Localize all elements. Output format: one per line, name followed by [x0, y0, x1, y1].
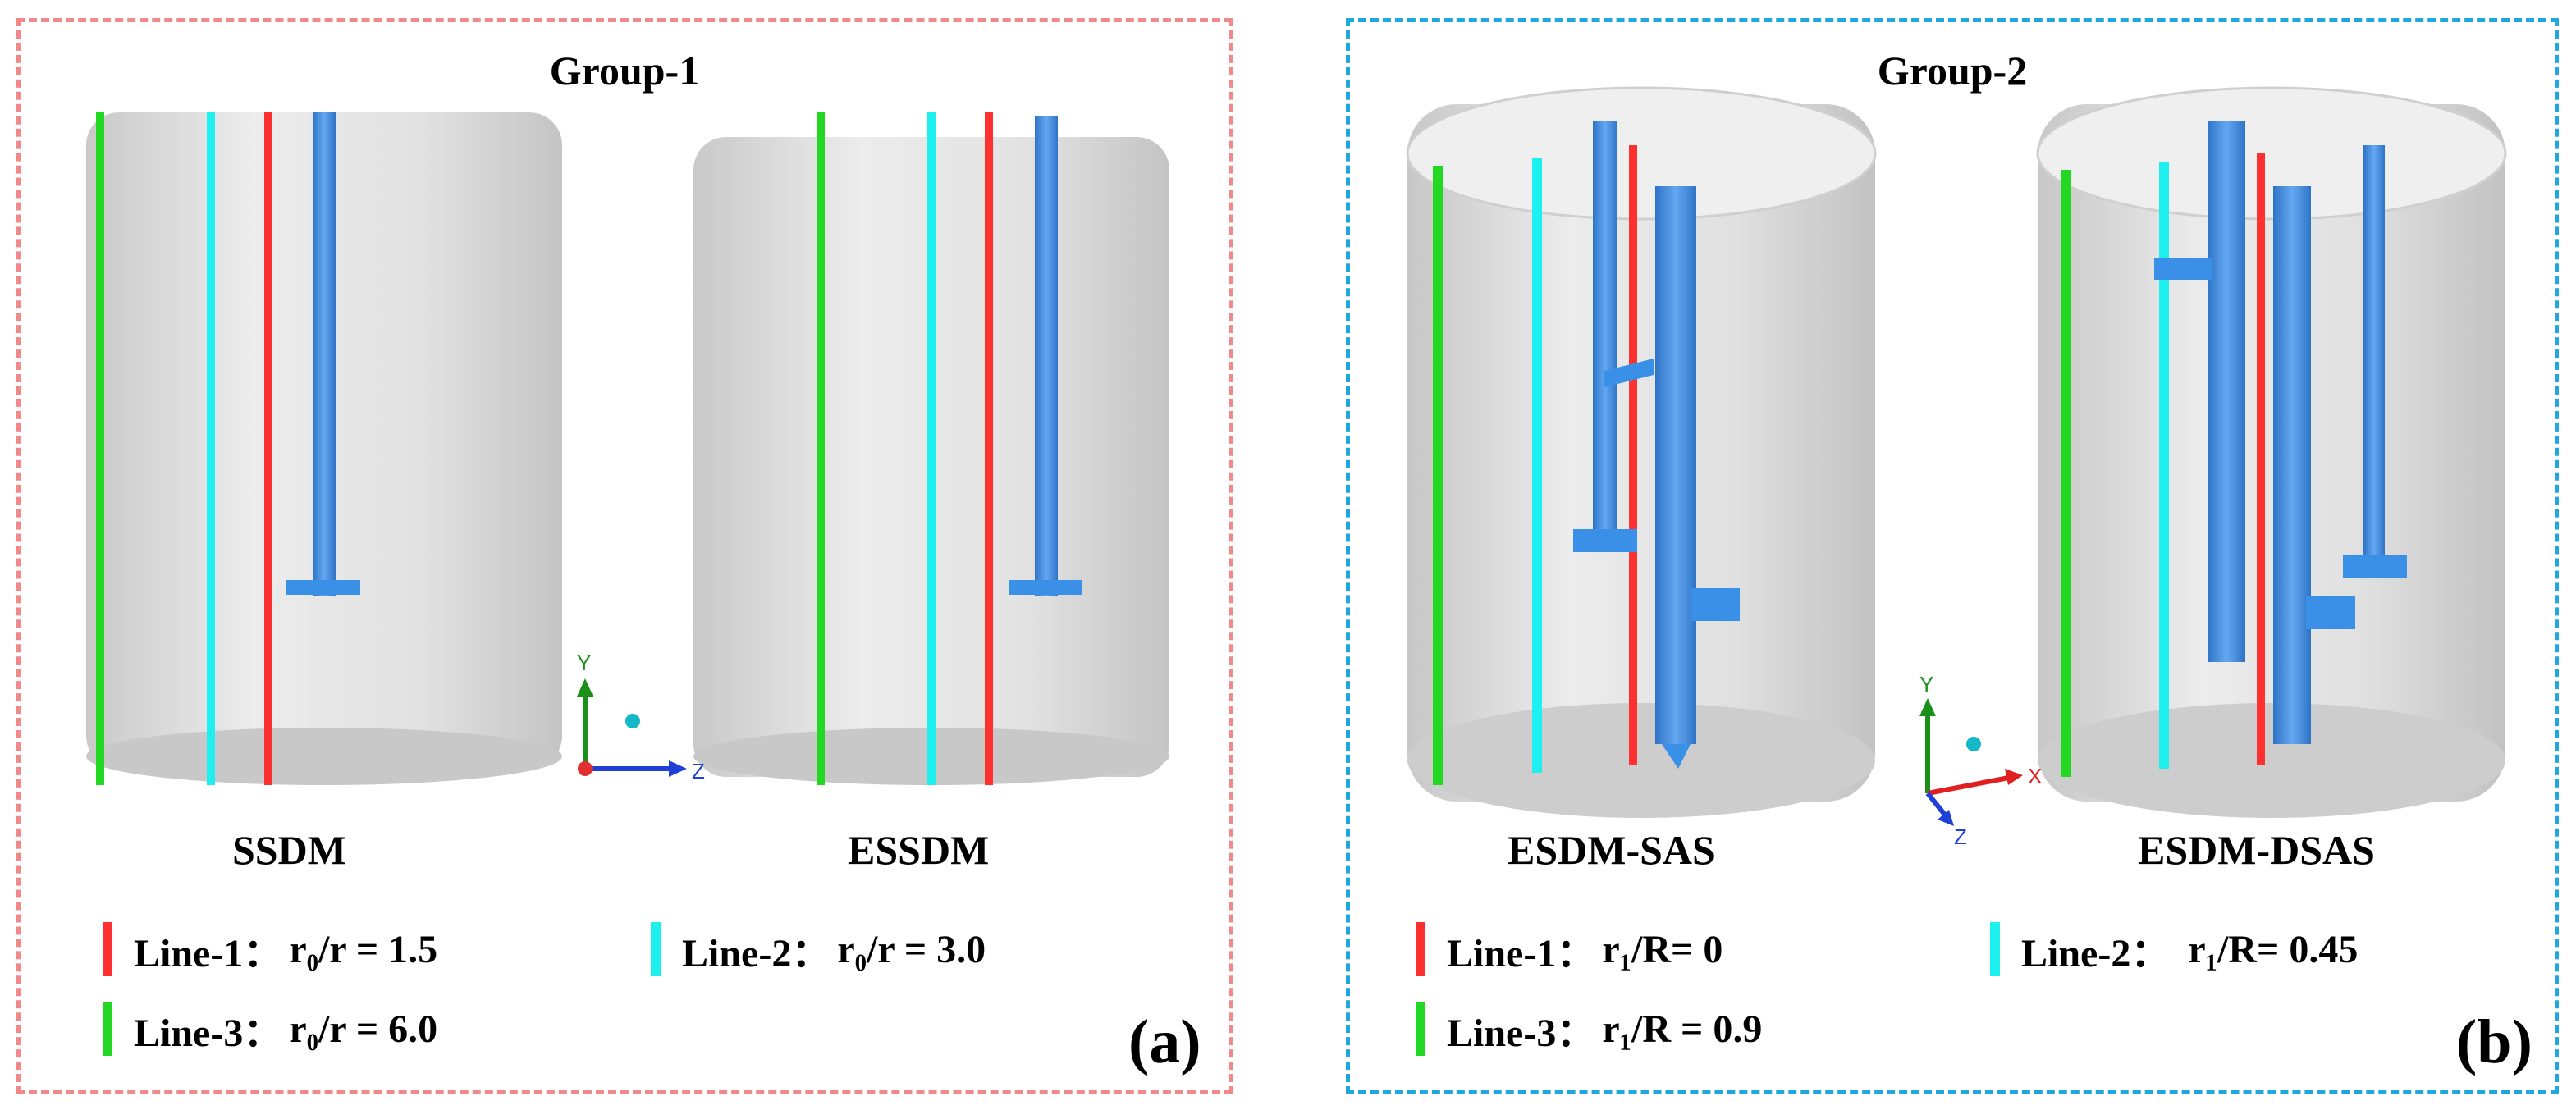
axis-triad-b: Y X Z [1919, 672, 2042, 849]
esdm-dsas-vessel-bottom [2038, 703, 2505, 818]
z-axis-arrowhead-b [1938, 810, 1954, 826]
esdm-sas-vessel [1406, 86, 1877, 818]
esdm-dsas-upper-arm [2154, 258, 2212, 280]
legend-swatch-line-1 [103, 922, 112, 976]
legend-b-line-1: Line-1： r₁/R= 0 [1416, 920, 1723, 978]
esdm-sas-vessel-bottom [1407, 703, 1875, 818]
esdm-dsas-side-outlet [2306, 596, 2355, 629]
legend-b-swatch-line-2 [1990, 922, 2000, 976]
legend-b-swatch-line-1 [1416, 922, 1425, 976]
legend-b-line-3-expr: r₁/R = 0.9 [1602, 1007, 1763, 1051]
legend-line-3: Line-3： r₀/r = 6.0 [103, 1000, 437, 1057]
esdm-sas-thick-tube [1655, 186, 1696, 744]
legend-b-line-1-expr: r₁/R= 0 [1602, 927, 1723, 971]
essdm-impeller [1009, 580, 1082, 595]
essdm-vessel [693, 112, 1169, 785]
legend-b-line-2-expr: r₁/R= 0.45 [2188, 927, 2359, 971]
legend-line-1-expr: r₀/r = 1.5 [289, 927, 438, 971]
axis-triad-a: Y Z [577, 651, 705, 783]
ssdm-vessel-bottom [86, 728, 562, 785]
legend-line-1-label: Line-1： [134, 932, 283, 975]
esdm-dsas-tube-2 [2273, 186, 2311, 744]
esdm-dsas-vessel [2036, 86, 2507, 818]
legend-line-2-label: Line-2： [682, 932, 831, 975]
esdm-dsas-thin-shaft [2363, 145, 2385, 572]
esdm-sas-vessel-body [1407, 104, 1875, 802]
device-label-esdm-sas: ESDM-SAS [1508, 827, 1715, 873]
esdm-sas-small-impeller [1573, 529, 1637, 552]
light-marker [625, 714, 640, 728]
legend-b-line-2-label: Line-2： [2021, 932, 2171, 975]
esdm-dsas-tube-1 [2208, 121, 2245, 662]
light-marker-b [1966, 737, 1981, 751]
group-1-title: Group-1 [549, 48, 700, 94]
esdm-sas-bottom-outlet [1662, 744, 1691, 769]
legend-line-3-expr: r₀/r = 6.0 [289, 1007, 438, 1051]
legend-line-1: Line-1： r₀/r = 1.5 [103, 920, 437, 978]
esdm-sas-vessel-top [1406, 86, 1877, 221]
axis-origin [578, 761, 593, 776]
legend-b-line-2: Line-2： r₁/R= 0.45 [1990, 920, 2358, 978]
panel-a-scene: Y Z [86, 112, 1169, 785]
y-axis-arrowhead-b [1919, 698, 1936, 716]
legend-line-2: Line-2： r₀/r = 3.0 [651, 920, 986, 978]
x-axis-label-b: X [2028, 764, 2042, 788]
device-label-essdm: ESSDM [848, 827, 990, 873]
y-axis-label-b: Y [1919, 672, 1933, 697]
legend-b-line-1-label: Line-1： [1447, 932, 1596, 975]
ssdm-impeller [286, 580, 360, 595]
legend-b-swatch-line-3 [1416, 1002, 1425, 1056]
esdm-sas-arm [1604, 359, 1654, 387]
esdm-dsas-small-impeller [2343, 555, 2407, 578]
panel-b: Group-2 [1346, 18, 2559, 1094]
y-axis-arrowhead [577, 678, 593, 697]
legend-line-3-label: Line-3： [134, 1012, 283, 1055]
esdm-sas-thin-shaft [1593, 121, 1617, 547]
ssdm-shaft [313, 112, 336, 596]
panel-a: Group-1 [16, 18, 1233, 1094]
y-axis-label: Y [577, 651, 591, 675]
legend-line-2-expr: r₀/r = 3.0 [837, 927, 986, 971]
legend-b-line-3: Line-3： r₁/R = 0.9 [1416, 1000, 1762, 1057]
z-axis-label-b: Z [1954, 824, 1967, 849]
z-axis-arrow-b [1925, 792, 1950, 820]
panel-tag-a: (a) [1128, 1007, 1201, 1076]
esdm-dsas-vessel-top [2036, 86, 2507, 221]
panel-b-scene: Y X Z [1406, 86, 2507, 849]
legend-swatch-line-2 [651, 922, 661, 976]
x-axis-arrow [1927, 774, 2014, 796]
device-label-ssdm: SSDM [232, 827, 346, 873]
legend-swatch-line-3 [103, 1002, 112, 1056]
ssdm-vessel [86, 112, 562, 785]
group-2-title: Group-2 [1877, 48, 2028, 94]
essdm-shaft [1035, 116, 1058, 596]
panel-tag-b: (b) [2456, 1007, 2533, 1076]
legend-b-line-3-label: Line-3： [1447, 1012, 1596, 1055]
x-axis-arrowhead [2005, 769, 2023, 785]
esdm-sas-side-outlet [1691, 588, 1740, 621]
device-label-esdm-dsas: ESDM-DSAS [2138, 827, 2375, 873]
z-axis-label: Z [692, 759, 705, 783]
z-axis-arrowhead [669, 760, 687, 777]
